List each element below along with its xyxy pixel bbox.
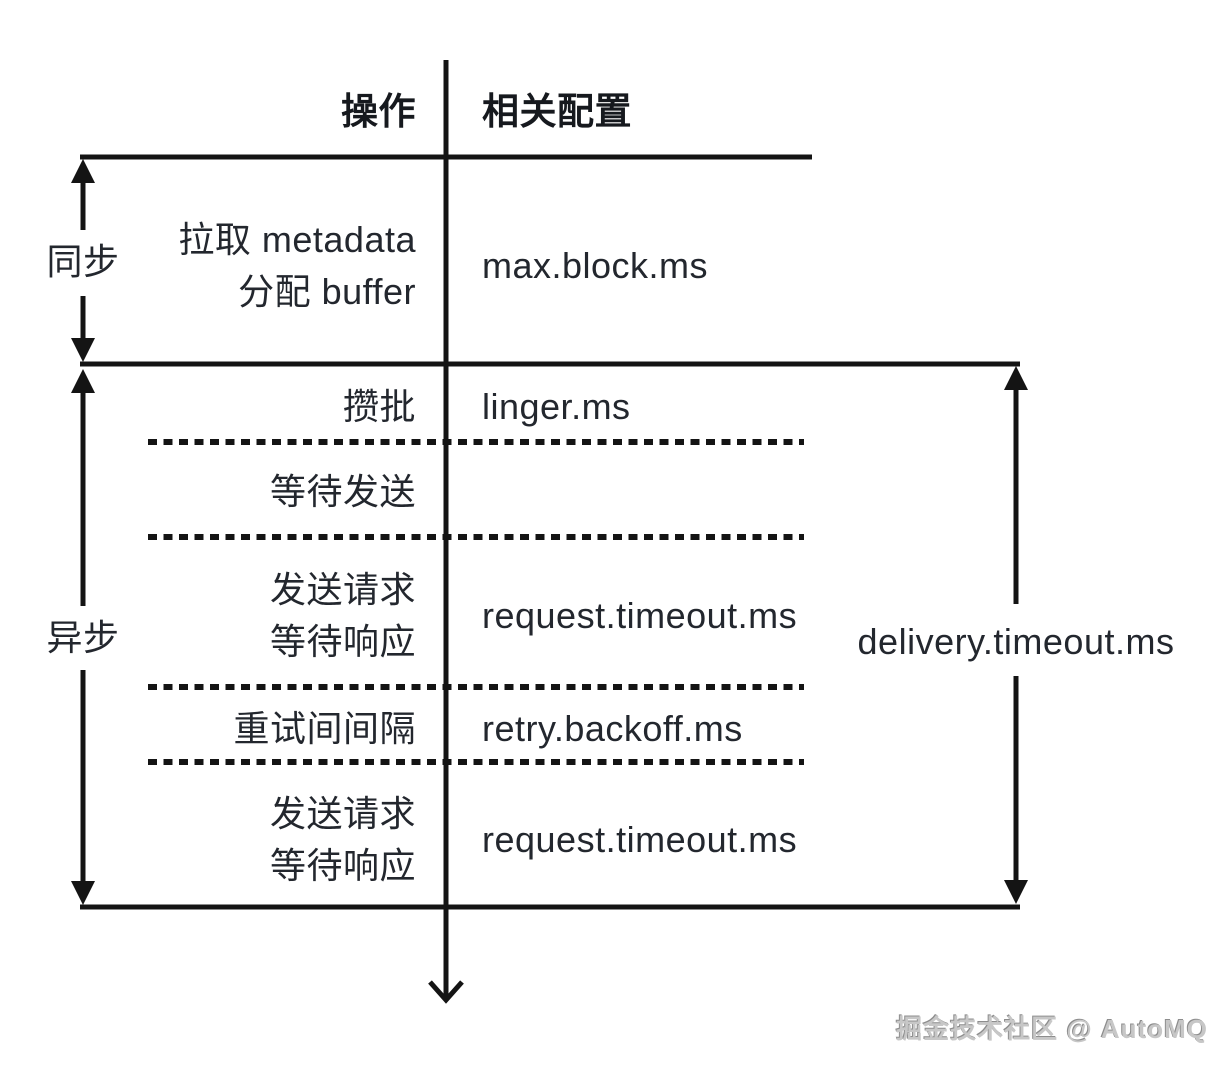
config-request-timeout-ms-2: request.timeout.ms [482, 819, 798, 860]
arrowhead-down-icon [1004, 880, 1028, 904]
operation-line: 等待响应 [269, 621, 416, 662]
operation-line: 分配 buffer [238, 271, 416, 312]
arrowhead-down-icon [71, 881, 95, 905]
delivery-range-arrow [1004, 366, 1028, 904]
column-header-config: 相关配置 [482, 91, 632, 132]
watermark: 掘金技术社区 @ AutoMQ [896, 1014, 1208, 1044]
operation-send-request-2: 发送请求等待响应 [270, 788, 416, 892]
sync-range-arrow [71, 159, 95, 362]
config-linger-ms: linger.ms [482, 386, 631, 427]
timeline-axis [428, 60, 464, 1004]
config-request-timeout-ms-1: request.timeout.ms [482, 595, 798, 636]
operation-line: 发送请求 [269, 793, 416, 834]
operation-send-request-1: 发送请求等待响应 [270, 564, 416, 668]
operation-line: 发送请求 [269, 569, 416, 610]
operation-line: 拉取 metadata [178, 219, 416, 260]
operation-line: 等待响应 [269, 845, 416, 886]
arrowhead-up-icon [1004, 366, 1028, 390]
operation-batching: 攒批 [342, 386, 416, 427]
arrowhead-up-icon [71, 369, 95, 393]
operation-retry-interval: 重试间间隔 [233, 708, 416, 749]
column-header-operation: 操作 [341, 91, 416, 132]
config-retry-backoff-ms: retry.backoff.ms [482, 708, 743, 749]
phase-label-sync: 同步 [46, 241, 120, 282]
timeline-arrowhead-down-icon [428, 980, 464, 1004]
config-max-block-ms: max.block.ms [482, 245, 709, 286]
arrowhead-up-icon [71, 159, 95, 183]
arrowhead-down-icon [71, 338, 95, 362]
delivery-timeout-label: delivery.timeout.ms [857, 621, 1175, 662]
operation-wait-to-send: 等待发送 [269, 471, 416, 512]
async-range-arrow [71, 369, 95, 905]
phase-label-async: 异步 [46, 617, 120, 658]
operation-pull-metadata: 拉取 metadata 分配 buffer [178, 214, 416, 318]
